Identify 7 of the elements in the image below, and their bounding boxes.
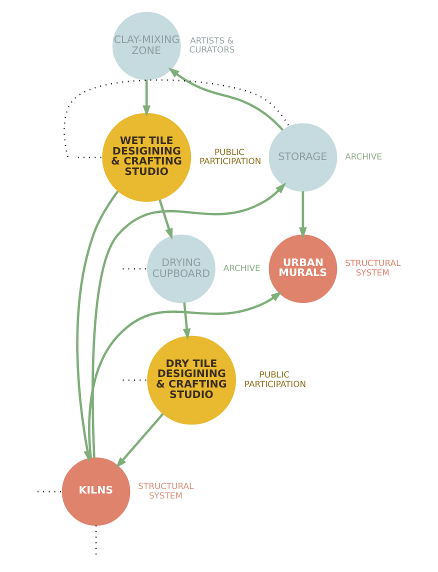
node-label: STRUCTURAL SYSTEM: [138, 481, 194, 500]
node-label: PUBLIC PARTICIPATION: [200, 146, 262, 166]
node-label: STRUCTURAL SYSTEM: [345, 258, 401, 278]
node-label: ARCHIVE: [345, 151, 382, 162]
node-label: ARCHIVE: [223, 262, 260, 273]
node-label: ARTISTS & CURATORS: [189, 35, 235, 55]
node-label: PUBLIC PARTICIPATION: [244, 370, 306, 389]
